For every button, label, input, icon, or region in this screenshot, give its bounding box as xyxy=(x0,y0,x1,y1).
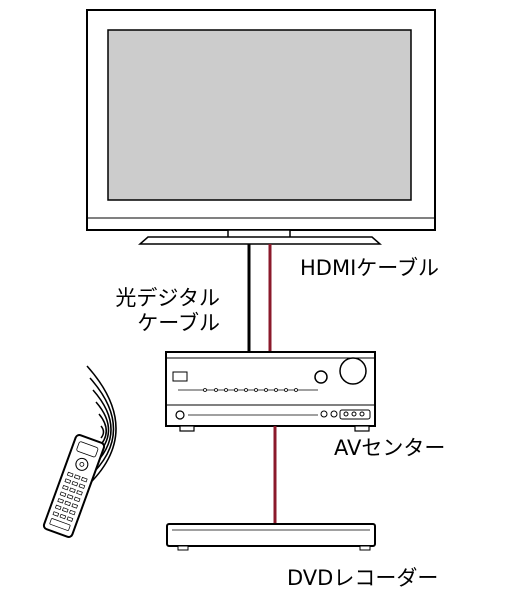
dvd-recorder-icon xyxy=(166,523,376,551)
optical-cable-label-line2: ケーブル xyxy=(137,311,220,336)
av-center-label: AVセンター xyxy=(334,436,446,460)
remote-buttons xyxy=(49,471,88,531)
av-foot-left xyxy=(179,425,195,432)
dvd-recorder-label: DVDレコーダー xyxy=(287,566,439,590)
av-small-knob xyxy=(314,370,328,384)
remote-body xyxy=(42,434,106,538)
dvd-foot-left xyxy=(177,545,189,551)
av-buttons-row xyxy=(203,388,298,392)
tv-stand-base xyxy=(138,236,382,245)
av-volume-knob xyxy=(339,357,367,385)
optical-cable-label-line1: 光デジタル xyxy=(115,286,220,310)
signal-waves-icon xyxy=(84,365,117,489)
hdmi-cable-label: HDMIケーブル xyxy=(300,256,440,280)
tv-icon xyxy=(86,9,436,245)
dvd-foot-right xyxy=(359,545,371,551)
av-foot-right xyxy=(354,425,370,432)
av-receiver-icon xyxy=(165,351,376,432)
av-power-button xyxy=(175,410,185,420)
av-display xyxy=(172,371,188,382)
optical-cable-label: 光デジタル ケーブル xyxy=(104,286,220,336)
remote-control-icon xyxy=(42,434,106,538)
dvd-body xyxy=(166,523,376,547)
av-front-jacks xyxy=(320,409,371,420)
tv-screen xyxy=(107,29,412,201)
